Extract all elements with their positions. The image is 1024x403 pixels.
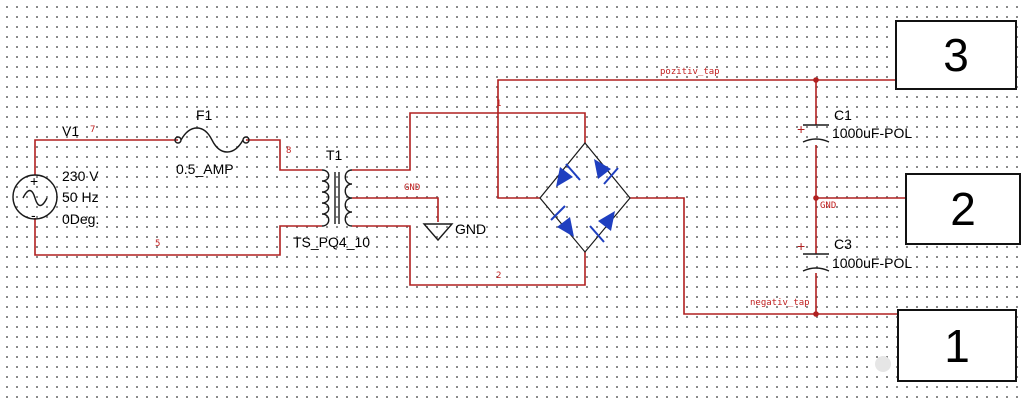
cap-value-label: 1000uF-POL xyxy=(832,255,912,271)
ground-icon xyxy=(422,223,454,242)
gnd-net-label: GND xyxy=(404,183,420,193)
transformer-ref-label: T1 xyxy=(326,147,343,163)
diode-bar xyxy=(603,167,619,185)
wire-bridge-positive xyxy=(497,79,895,199)
wire-sec-top xyxy=(352,112,586,171)
bridge-outline xyxy=(539,142,631,253)
diode-bar xyxy=(589,225,605,243)
source-ref-label: V1 xyxy=(62,123,79,139)
net-label-positive: pozitiv_tap xyxy=(660,67,720,77)
source-voltage-label: 230 V xyxy=(62,168,99,184)
diode-icon xyxy=(557,217,574,237)
transformer-model-label: TS_PQ4_10 xyxy=(293,234,370,250)
source-phase-label: 0Deg. xyxy=(62,211,99,227)
net-label-gnd-mid: GND xyxy=(820,201,836,211)
fuse-ref-label: F1 xyxy=(196,107,213,123)
cap-plus-sign: + xyxy=(797,121,805,137)
diode-bar xyxy=(550,205,566,221)
capacitor-c1[interactable]: + C1 1000uF-POL xyxy=(797,107,912,143)
diode-bar xyxy=(565,163,581,181)
fuse-f1[interactable]: F1 0.5_AMP 8 xyxy=(174,107,291,177)
diode-icon xyxy=(598,211,615,231)
fuse-icon xyxy=(180,127,244,153)
net-label-negative: negativ_tap xyxy=(750,298,810,308)
wires xyxy=(34,77,907,317)
diode-icon xyxy=(594,159,611,179)
primary-coil-icon xyxy=(321,169,330,227)
terminal-1[interactable]: 1 xyxy=(897,309,1017,382)
wire-v1-top xyxy=(34,139,178,175)
cap-plate-negative xyxy=(802,138,830,143)
wire-fuse-right xyxy=(246,139,322,171)
ground-symbol: GND GND xyxy=(404,183,486,242)
cap-plate-negative xyxy=(802,267,830,272)
terminal-3[interactable]: 3 xyxy=(895,20,1017,90)
terminal-2[interactable]: 2 xyxy=(905,173,1021,245)
cap-ref-label: C1 xyxy=(834,107,852,123)
fuse-value-label: 0.5_AMP xyxy=(176,161,234,177)
wire-bridge-negative xyxy=(630,197,897,315)
junction-dot xyxy=(813,195,819,201)
watermark-mark xyxy=(875,356,891,372)
wire-v1-bottom xyxy=(34,218,322,256)
net-label-bottom: 2 xyxy=(496,271,501,281)
cap-ref-label: C3 xyxy=(834,236,852,252)
source-frequency-label: 50 Hz xyxy=(62,189,99,205)
ac-source-icon xyxy=(12,174,58,220)
ac-source-v1[interactable]: + - V1 7 5 230 V 50 Hz 0Deg. xyxy=(12,123,160,249)
fuse-pin-label: 8 xyxy=(286,146,291,156)
junction-dot xyxy=(813,311,819,317)
source-plus-sign: + xyxy=(30,173,38,189)
secondary-coil-icon xyxy=(344,169,353,227)
junction-dot xyxy=(813,77,819,83)
diode-icon xyxy=(556,167,573,187)
gnd-symbol-label: GND xyxy=(455,221,486,237)
sine-wave-icon xyxy=(22,189,48,207)
cap-value-label: 1000uF-POL xyxy=(832,125,912,141)
capacitor-c3[interactable]: + C3 1000uF-POL xyxy=(797,236,912,272)
source-pin-bottom: 5 xyxy=(155,239,160,249)
source-minus-sign: - xyxy=(31,207,36,223)
net-label-top: 1 xyxy=(496,99,501,109)
cap-plus-sign: + xyxy=(797,238,805,254)
wire-sec-bottom xyxy=(352,225,586,286)
wire-gnd-sec xyxy=(352,197,439,222)
source-pin-top: 7 xyxy=(90,125,95,135)
transformer-t1[interactable]: T1 TS_PQ4_10 xyxy=(293,147,370,250)
bridge-rectifier[interactable] xyxy=(539,142,631,253)
